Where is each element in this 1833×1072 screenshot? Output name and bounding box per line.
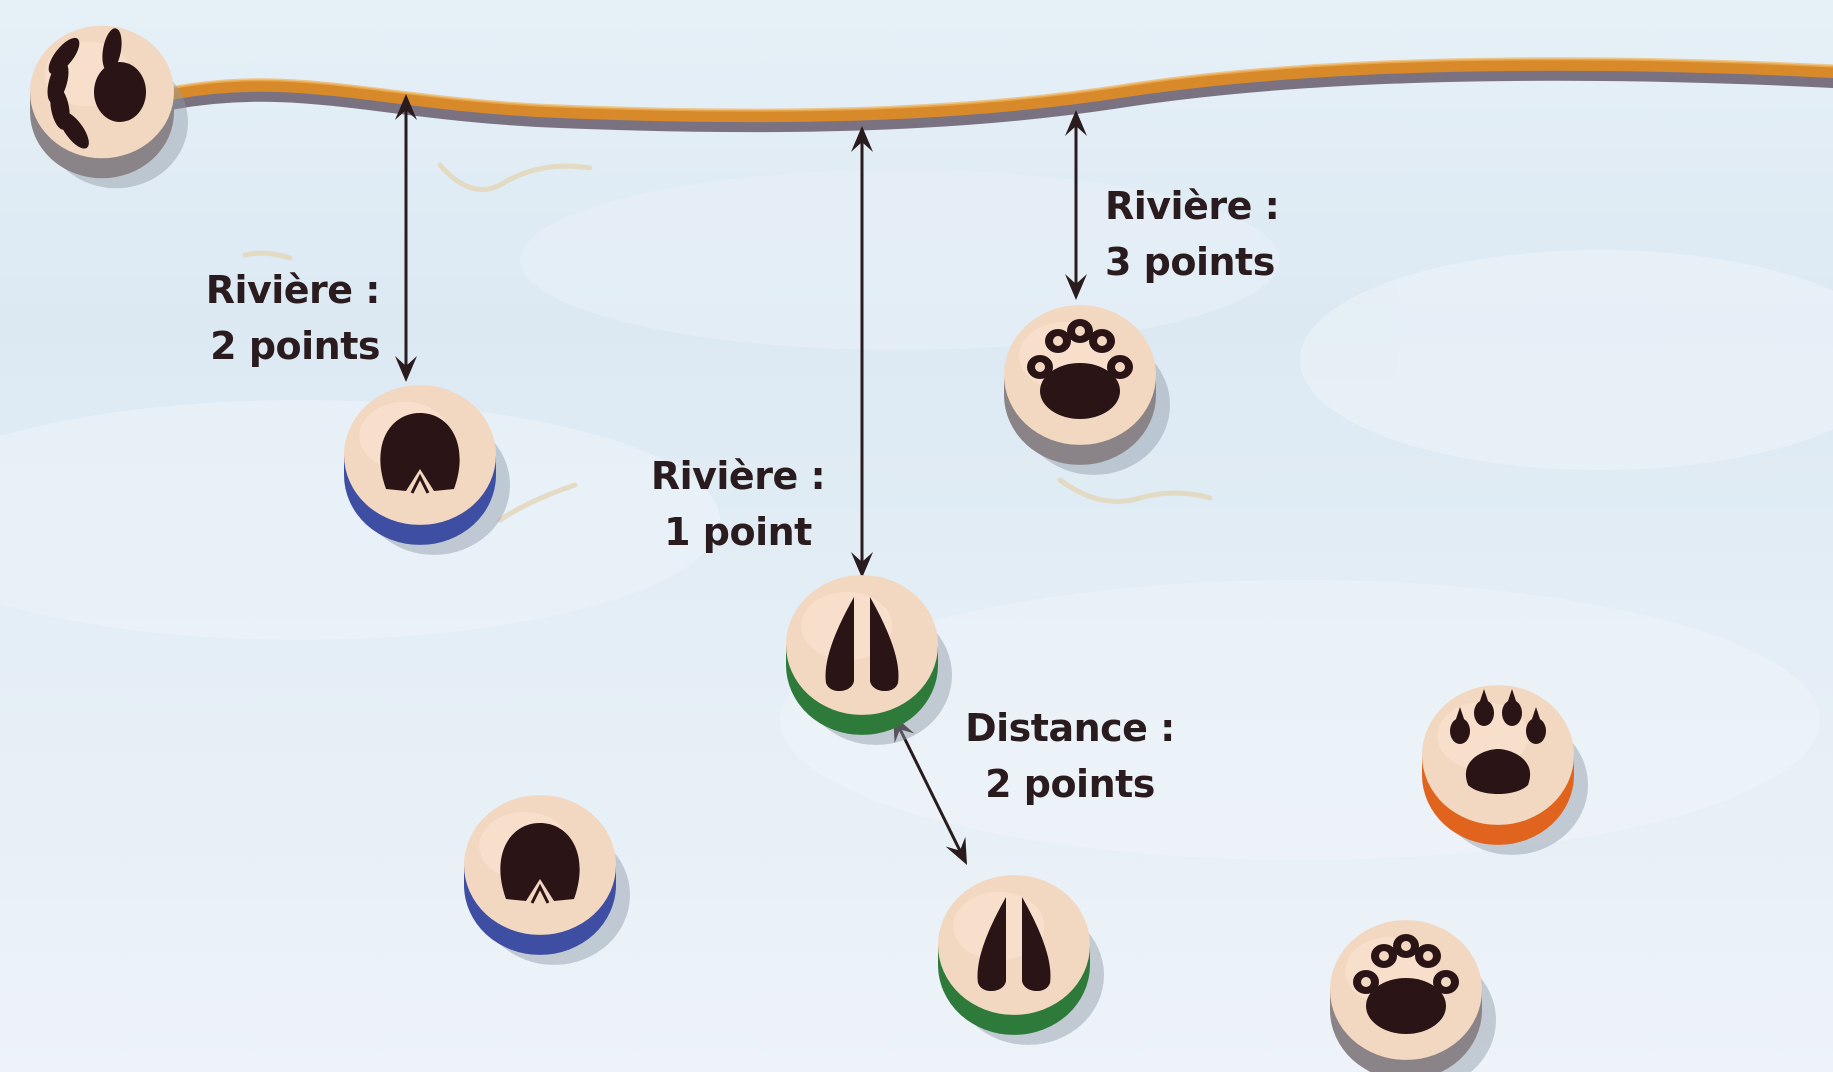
label-line: Rivière : <box>205 268 381 312</box>
arrow-river-2 <box>395 94 417 382</box>
token-fox-orange <box>1422 685 1588 855</box>
label-river-3-points: Rivière : 3 points <box>1105 178 1335 290</box>
token-bear-1 <box>1004 305 1170 475</box>
tokens-layer <box>30 25 1588 1072</box>
label-line: 2 points <box>210 324 380 368</box>
token-deer-blue-1 <box>344 385 510 555</box>
arrow-river-3 <box>1065 110 1087 300</box>
hand-print-icon <box>47 28 146 149</box>
bird-silhouettes <box>242 162 1213 523</box>
hoof-round-print-icon <box>500 823 580 904</box>
label-line: 2 points <box>985 762 1155 806</box>
bear-paw-print-icon <box>1353 934 1459 1034</box>
label-line: Distance : <box>965 706 1175 750</box>
label-line: 3 points <box>1105 240 1275 284</box>
token-deer-blue-2 <box>464 795 630 965</box>
label-line: Rivière : <box>1105 184 1280 228</box>
hoof-split-print-icon <box>977 897 1051 992</box>
label-line: 1 point <box>664 510 812 554</box>
claw-paw-print-icon <box>1450 689 1546 794</box>
label-river-2-points: Rivière : 2 points <box>150 262 381 374</box>
river <box>162 57 1833 133</box>
arrow-river-1 <box>851 126 873 578</box>
label-distance-2-points: Distance : 2 points <box>950 700 1190 812</box>
hoof-split-print-icon <box>825 597 899 692</box>
bear-paw-print-icon <box>1027 319 1133 419</box>
label-river-1-point: Rivière : 1 point <box>638 448 838 560</box>
hoof-round-print-icon <box>380 413 460 494</box>
token-bear-2 <box>1330 920 1496 1072</box>
token-start <box>30 25 188 189</box>
label-line: Rivière : <box>650 454 826 498</box>
token-boar-green-1 <box>786 575 952 745</box>
token-boar-green-2 <box>938 875 1104 1045</box>
